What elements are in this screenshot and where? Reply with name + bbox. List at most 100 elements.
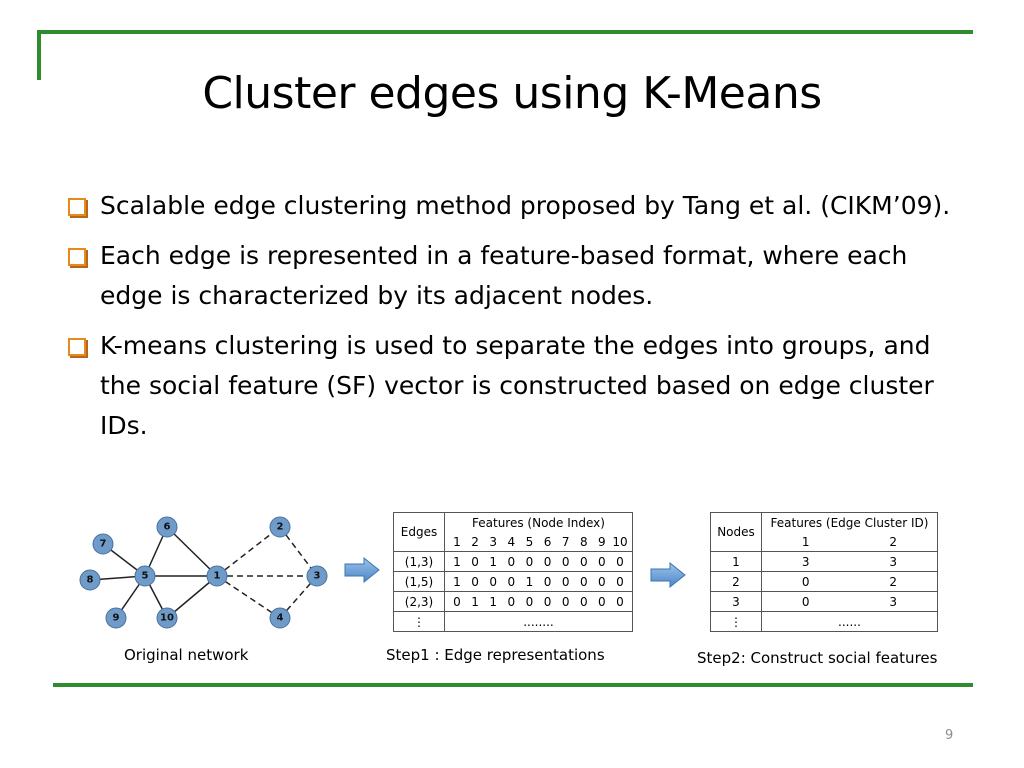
edges-header: Edges bbox=[393, 512, 445, 552]
feature-value: 0 bbox=[579, 554, 588, 569]
feature-value: 0 bbox=[598, 574, 606, 589]
feature-value: 3 bbox=[849, 591, 939, 612]
feature-value: 0 bbox=[761, 591, 850, 612]
feature-value: 1 bbox=[489, 554, 498, 569]
feature-value: 0 bbox=[579, 594, 588, 609]
node-index: 6 bbox=[543, 534, 552, 549]
feature-value: 1 bbox=[525, 574, 534, 589]
graph-node bbox=[156, 607, 178, 629]
checkbox-bullet-icon bbox=[68, 248, 86, 266]
feature-value: 0 bbox=[616, 594, 624, 609]
graph-node bbox=[306, 565, 328, 587]
table-row: ⋮ ........ bbox=[393, 611, 633, 632]
table-row: 2 0 2 bbox=[710, 571, 939, 592]
node-index: 9 bbox=[598, 534, 606, 549]
edge-cell: (1,3) bbox=[393, 551, 445, 572]
feature-value: 0 bbox=[616, 554, 624, 569]
feature-value: 0 bbox=[507, 554, 516, 569]
node-index: 10 bbox=[612, 534, 628, 549]
edge-cell: (1,5) bbox=[393, 571, 445, 592]
feature-value: 0 bbox=[598, 554, 606, 569]
feature-value: 0 bbox=[471, 574, 479, 589]
graph-node bbox=[105, 607, 127, 629]
node-index-header-row: 1 2 3 4 5 6 7 8 9 10 bbox=[444, 532, 633, 552]
node-cell: 2 bbox=[710, 571, 762, 592]
node-label: 3 bbox=[314, 571, 321, 582]
bullet-text: Each edge is represented in a feature-ba… bbox=[100, 241, 908, 310]
social-feature-table: Nodes Features (Edge Cluster ID) 1 2 1 3… bbox=[710, 512, 939, 632]
bullet-text: K-means clustering is used to separate t… bbox=[100, 331, 934, 440]
feature-value: 0 bbox=[561, 574, 570, 589]
bullet-item: K-means clustering is used to separate t… bbox=[62, 326, 962, 446]
right-arrow-icon bbox=[650, 562, 686, 588]
edge-cell: (2,3) bbox=[393, 591, 445, 612]
feature-value: 3 bbox=[761, 551, 850, 572]
feature-value: 0 bbox=[507, 574, 516, 589]
feature-value: 0 bbox=[543, 594, 552, 609]
feature-value: 1 bbox=[453, 574, 461, 589]
node-index: 2 bbox=[471, 534, 479, 549]
cluster-id-header: 2 bbox=[849, 532, 939, 552]
table-row: ⋮ ...... bbox=[710, 611, 938, 632]
node-label: 2 bbox=[277, 522, 284, 533]
node-index: 4 bbox=[507, 534, 516, 549]
feature-value: 0 bbox=[525, 554, 534, 569]
node-cell: 1 bbox=[710, 551, 762, 572]
node-index: 3 bbox=[489, 534, 498, 549]
feature-value: 0 bbox=[543, 554, 552, 569]
bottom-border-line bbox=[53, 683, 973, 687]
graph-node bbox=[92, 533, 114, 555]
feature-value: 0 bbox=[561, 554, 570, 569]
feature-value: 0 bbox=[453, 594, 461, 609]
feature-value: 1 bbox=[453, 554, 461, 569]
feature-value: 0 bbox=[761, 571, 850, 592]
bullet-item: Each edge is represented in a feature-ba… bbox=[62, 236, 962, 316]
node-index: 7 bbox=[561, 534, 570, 549]
top-border-line bbox=[37, 30, 973, 34]
node-index: 8 bbox=[579, 534, 588, 549]
network-caption: Original network bbox=[124, 646, 249, 664]
cluster-id-header: 1 bbox=[761, 532, 850, 552]
nodes-header: Nodes bbox=[710, 512, 762, 552]
features-header: Features (Edge Cluster ID) bbox=[761, 512, 938, 532]
page-number: 9 bbox=[945, 728, 954, 743]
graph-node bbox=[269, 516, 291, 538]
bullet-text: Scalable edge clustering method proposed… bbox=[100, 191, 951, 220]
graph-node bbox=[206, 565, 228, 587]
right-arrow-icon bbox=[344, 557, 380, 583]
ellipsis-cell: ⋮ bbox=[710, 611, 762, 632]
feature-value: 2 bbox=[849, 571, 939, 592]
bullet-item: Scalable edge clustering method proposed… bbox=[62, 186, 962, 226]
graph-node bbox=[156, 516, 178, 538]
table-row: 1 3 3 bbox=[710, 551, 939, 572]
table-row: 3 0 3 bbox=[710, 591, 939, 612]
graph-node bbox=[79, 569, 101, 591]
graph-node bbox=[269, 607, 291, 629]
ellipsis-cell: ........ bbox=[444, 611, 633, 632]
feature-value: 0 bbox=[616, 574, 624, 589]
table-row: (1,3) 1 0 1 0 0 0 0 0 0 0 bbox=[393, 551, 633, 572]
step2-caption: Step2: Construct social features bbox=[697, 649, 938, 667]
feature-value: 0 bbox=[471, 554, 479, 569]
feature-value: 1 bbox=[471, 594, 479, 609]
features-header: Features (Node Index) bbox=[444, 512, 633, 532]
node-label: 9 bbox=[113, 613, 120, 624]
feature-value: 0 bbox=[561, 594, 570, 609]
feature-value: 0 bbox=[543, 574, 552, 589]
bullet-list: Scalable edge clustering method proposed… bbox=[62, 186, 962, 456]
network-graph: 7 6 2 8 5 1 3 9 10 4 bbox=[79, 516, 328, 629]
node-cell: 3 bbox=[710, 591, 762, 612]
feature-value: 0 bbox=[489, 574, 498, 589]
feature-value: 3 bbox=[849, 551, 939, 572]
step1-caption: Step1 : Edge representations bbox=[386, 646, 605, 664]
node-label: 10 bbox=[160, 613, 174, 624]
node-label: 7 bbox=[100, 539, 107, 550]
node-index: 5 bbox=[525, 534, 534, 549]
node-index: 1 bbox=[453, 534, 461, 549]
node-label: 6 bbox=[164, 522, 171, 533]
slide-title: Cluster edges using K-Means bbox=[202, 68, 822, 119]
node-label: 4 bbox=[277, 613, 284, 624]
table-row: (2,3) 0 1 1 0 0 0 0 0 0 0 bbox=[393, 591, 633, 612]
node-label: 8 bbox=[87, 575, 94, 586]
checkbox-bullet-icon bbox=[68, 198, 86, 216]
